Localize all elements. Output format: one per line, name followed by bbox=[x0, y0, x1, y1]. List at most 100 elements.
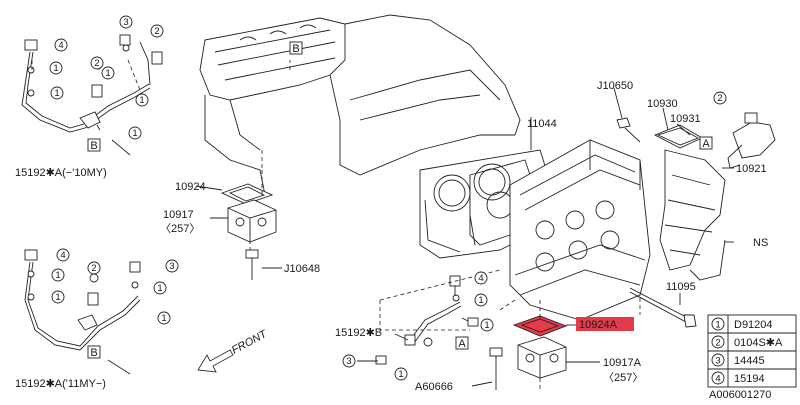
svg-text:1: 1 bbox=[139, 95, 144, 106]
label-j10648: J10648 bbox=[284, 263, 320, 275]
svg-text:2: 2 bbox=[717, 93, 722, 104]
svg-text:1: 1 bbox=[161, 313, 166, 324]
svg-text:1: 1 bbox=[715, 320, 720, 331]
label-10917: 10917 bbox=[163, 209, 194, 221]
callout-circles: 4 1 1 2 3 2 1 1 1 4 1 1 2 3 1 1 4 1 1 3 … bbox=[49, 15, 727, 381]
svg-text:1: 1 bbox=[53, 63, 58, 74]
svg-text:3: 3 bbox=[123, 17, 128, 28]
callout-2: 2 bbox=[90, 56, 104, 70]
label-ns: NS bbox=[753, 237, 768, 249]
svg-text:1: 1 bbox=[105, 68, 110, 79]
svg-text:15194: 15194 bbox=[734, 373, 765, 385]
front-direction-indicator: FRONT bbox=[197, 328, 270, 373]
svg-text:2: 2 bbox=[94, 58, 99, 69]
svg-text:B: B bbox=[90, 347, 97, 359]
callout-2: 2 bbox=[87, 261, 101, 275]
callout-3: 3 bbox=[165, 259, 179, 273]
svg-text:4: 4 bbox=[715, 374, 720, 385]
box-letter-a: A bbox=[455, 336, 469, 350]
label-11095: 11095 bbox=[666, 281, 696, 293]
label-10931: 10931 bbox=[670, 113, 701, 125]
label-10924: 10924 bbox=[175, 181, 206, 193]
svg-text:2: 2 bbox=[715, 338, 720, 349]
label-10924a: 10924A bbox=[579, 319, 618, 331]
label-15192a-11my: 15192✱A('11MY−) bbox=[15, 378, 106, 390]
svg-text:3: 3 bbox=[346, 356, 351, 367]
svg-text:B: B bbox=[292, 43, 299, 55]
svg-text:3: 3 bbox=[715, 356, 720, 367]
callout-1: 1 bbox=[101, 66, 115, 80]
svg-text:14445: 14445 bbox=[734, 355, 765, 367]
label-15192b: 15192✱B bbox=[335, 327, 382, 339]
svg-text:1: 1 bbox=[55, 292, 60, 303]
svg-text:1: 1 bbox=[484, 320, 489, 331]
callout-1: 1 bbox=[49, 61, 63, 75]
callout-4: 4 bbox=[474, 271, 488, 285]
dashed-guide-lines bbox=[31, 59, 641, 331]
legend-row: 1 D91204 bbox=[711, 317, 773, 331]
oil-pipe-upper-drawing bbox=[21, 34, 163, 133]
callout-1: 1 bbox=[135, 93, 149, 107]
callout-1: 1 bbox=[51, 290, 65, 304]
cylinder-head-drawing bbox=[509, 112, 776, 328]
svg-text:1: 1 bbox=[398, 369, 403, 380]
callout-1: 1 bbox=[51, 268, 65, 282]
box-letter-b: B bbox=[87, 345, 101, 359]
legend-row: 3 14445 bbox=[711, 353, 765, 367]
svg-text:4: 4 bbox=[58, 40, 63, 51]
label-10917-sub: 〈257〉 bbox=[160, 222, 200, 235]
svg-text:1: 1 bbox=[54, 88, 59, 99]
svg-text:1: 1 bbox=[157, 283, 162, 294]
part-labels: 15192✱A(−'10MY) 15192✱A('11MY−) 15192✱B … bbox=[15, 80, 768, 393]
box-letter-b: B bbox=[87, 138, 101, 152]
label-11044: 11044 bbox=[527, 118, 557, 130]
legend-row: 2 0104S✱A bbox=[711, 335, 783, 349]
callout-3: 3 bbox=[342, 354, 356, 368]
label-a60666: A60666 bbox=[415, 381, 453, 393]
callout-1: 1 bbox=[480, 318, 494, 332]
svg-text:4: 4 bbox=[60, 250, 65, 261]
callout-3: 3 bbox=[119, 15, 133, 29]
callout-1: 1 bbox=[50, 86, 64, 100]
svg-text:3: 3 bbox=[169, 261, 174, 272]
label-10917a: 10917A bbox=[603, 357, 642, 369]
callout-2: 2 bbox=[150, 24, 164, 38]
sensor-10924-upper-drawing bbox=[220, 170, 277, 280]
svg-text:4: 4 bbox=[478, 273, 483, 284]
svg-text:1: 1 bbox=[55, 270, 60, 281]
box-letter-b: B bbox=[289, 41, 303, 55]
callout-1: 1 bbox=[128, 126, 142, 140]
box-letter-a: A bbox=[699, 136, 713, 150]
callout-4: 4 bbox=[56, 248, 70, 262]
legend-row: 4 15194 bbox=[711, 371, 765, 385]
oil-pipe-b-drawing bbox=[375, 275, 479, 365]
callout-1: 1 bbox=[157, 311, 171, 325]
oil-pipe-lower-drawing bbox=[24, 249, 141, 351]
label-10930: 10930 bbox=[647, 98, 678, 110]
boxed-letter-callouts: B B B A A bbox=[87, 41, 713, 359]
label-10921: 10921 bbox=[736, 163, 767, 175]
leader-lines bbox=[96, 87, 734, 387]
callout-1: 1 bbox=[474, 293, 488, 307]
label-j10650: J10650 bbox=[597, 80, 633, 92]
svg-text:D91204: D91204 bbox=[734, 319, 773, 331]
label-10924a-highlight bbox=[576, 317, 634, 331]
front-arrow-icon bbox=[197, 349, 234, 373]
svg-text:2: 2 bbox=[154, 26, 159, 37]
diagram-id: A006001270 bbox=[709, 389, 771, 400]
front-label: FRONT bbox=[230, 328, 270, 357]
svg-text:2: 2 bbox=[91, 263, 96, 274]
svg-text:B: B bbox=[90, 140, 97, 152]
callout-4: 4 bbox=[54, 38, 68, 52]
label-10917a-sub: 〈257〉 bbox=[603, 371, 643, 384]
svg-text:1: 1 bbox=[132, 128, 137, 139]
callout-2: 2 bbox=[713, 91, 727, 105]
svg-text:0104S✱A: 0104S✱A bbox=[734, 337, 783, 349]
sensor-10924a-drawing bbox=[489, 300, 568, 392]
svg-text:A: A bbox=[458, 338, 466, 350]
svg-text:1: 1 bbox=[478, 295, 483, 306]
legend-table: 1 D91204 2 0104S✱A 3 14445 4 15194 bbox=[707, 314, 797, 388]
svg-text:A: A bbox=[702, 138, 710, 150]
